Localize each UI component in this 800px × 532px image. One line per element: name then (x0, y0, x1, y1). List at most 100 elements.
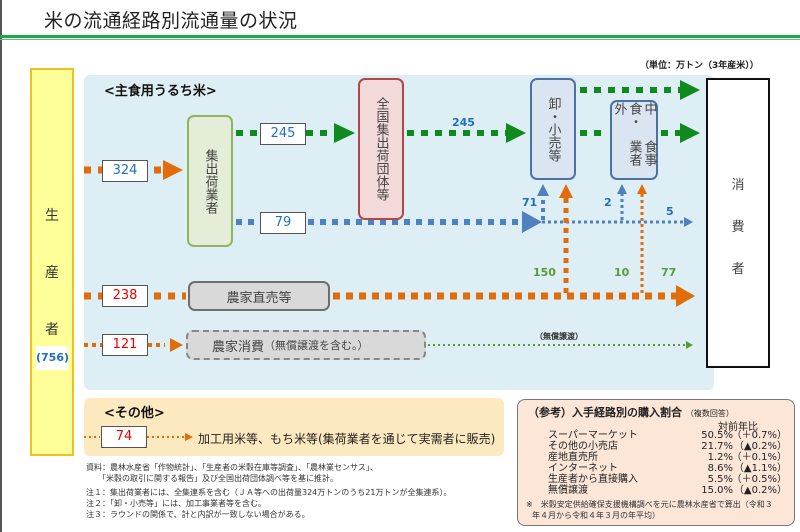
arrowhead (680, 80, 700, 100)
reference-share: 8.6% (707, 463, 733, 474)
title-rule-thin (0, 39, 800, 40)
note-line: 資料：農林水産省「作物統計」、「生産者の米穀在庫等調査」、「農林業センサス」、 (86, 463, 378, 472)
node-oroshi: 卸・小売等 (530, 78, 576, 180)
flow-value-shuka-zenkoku: 245 (260, 123, 306, 145)
reference-title-text: （参考）入手経路別の購入割合 (528, 406, 682, 419)
page-title: 米の流通経路別流通量の状況 (44, 10, 298, 32)
source-notes: 資料：農林水産省「作物統計」、「生産者の米穀在庫等調査」、「農林業センサス」、 … (86, 462, 451, 520)
node-zenkoku: 全国集出荷団体等 (358, 78, 404, 220)
reference-row: スーパーマーケット 50.5% （＋0.7%） (548, 430, 793, 442)
section-label-other: <その他> (104, 406, 165, 421)
flow-label-free-transfer: （無償譲渡） (535, 332, 583, 341)
window-edge (0, 0, 2, 532)
other-description: 加工用米等、もち米等(集荷業者を通じて実需者に販売) (198, 432, 496, 446)
node-naka: 中食・外 食事業者 (610, 100, 658, 180)
reference-share: 50.5% (701, 430, 733, 441)
node-shuka: 集出荷業者 (187, 115, 233, 247)
reference-row: その他の小売店 21.7% （▲0.2%） (548, 441, 793, 453)
arrowhead (686, 341, 693, 349)
reference-column-header: 対前年比 (718, 422, 758, 433)
reference-change: （＋0.5%） (731, 474, 787, 485)
flow-value-chokubai-consumer: 77 (661, 266, 677, 279)
reference-change: （▲0.2%） (733, 441, 787, 452)
reference-category: 無償譲渡 (548, 485, 588, 496)
reference-panel: （参考）入手経路別の購入割合 （複数回答） 対前年比 スーパーマーケット 50.… (517, 399, 795, 526)
section-label-main: <主食用うるち米> (104, 84, 217, 99)
reference-row: 無償譲渡 15.0% （▲0.2%） (548, 485, 793, 497)
reference-footnote: ※ 米穀安定供給確保支援機構調べを元に農林水産省で算出（令和３ 年４月から令和４… (526, 499, 773, 521)
arrowhead (170, 338, 183, 352)
arrowhead (334, 123, 355, 143)
reference-change: （＋0.1%） (731, 452, 787, 463)
flow-value-direct-consumer: 5 (666, 205, 674, 218)
flow-value-to-shuka: 324 (102, 160, 148, 182)
arrowhead (680, 123, 700, 143)
producer-char: 生 (45, 208, 59, 224)
node-chokubai-label: 農家直売等 (226, 290, 292, 306)
node-nouka: 農家消費 （無償譲渡を含む。） (186, 330, 426, 360)
consumer-char: 費 (731, 220, 745, 235)
reference-footnote-line: ※ 米穀安定供給確保支援機構調べを元に農林水産省で算出（令和３ (526, 500, 773, 509)
arrowhead (163, 160, 183, 180)
other-rice-panel (84, 398, 504, 456)
flow-value-chokubai-naka: 10 (614, 266, 630, 279)
reference-category: 生産者から直接購入 (548, 474, 638, 485)
reference-row: 産地直売所 1.2% （＋0.1%） (548, 452, 793, 464)
node-naka-label-line2: 食事業者 (626, 140, 657, 166)
flow-value-direct-oroshi: 71 (522, 196, 538, 209)
reference-category: その他の小売店 (548, 441, 618, 452)
node-consumer: 消 費 者 (706, 78, 770, 368)
flow-value-zenkoku-oroshi: 245 (452, 116, 475, 129)
producer-total: (756) (36, 346, 69, 370)
arrowhead (617, 184, 627, 194)
flow-value-direct-naka: 2 (604, 196, 612, 209)
note-line: 注１：集出荷業者には、全集連系を含む（ＪＡ等への出荷量324万トンのうち21万ト… (86, 488, 452, 497)
node-nouka-sublabel: （無償譲渡を含む。） (264, 339, 369, 352)
unit-note: （単位：万トン（3年産米）） (640, 61, 759, 71)
node-nouka-label: 農家消費 (212, 339, 265, 355)
reference-change: （＋0.7%） (731, 430, 787, 441)
flow-value-other: 74 (101, 426, 147, 448)
reference-title: （参考）入手経路別の購入割合 （複数回答） (528, 404, 734, 420)
flow-value-chokubai: 238 (102, 285, 148, 307)
note-line: 「米穀の取引に関する報告」及び全国出荷団体調べ等を基に推計。 (86, 474, 338, 483)
producer-char: 者 (45, 322, 59, 338)
flow-value-nouka: 121 (102, 334, 148, 356)
reference-category: 産地直売所 (548, 452, 598, 463)
reference-title-note: （複数回答） (685, 409, 734, 418)
arrowhead (537, 184, 549, 196)
producer-box: 生 産 者 (756) (30, 68, 74, 456)
node-oroshi-label: 卸・小売等 (545, 96, 561, 162)
arrowhead (185, 433, 193, 441)
node-chokubai: 農家直売等 (188, 281, 330, 311)
consumer-char: 消 (731, 178, 745, 193)
arrowhead (506, 123, 526, 143)
node-shuka-label: 集出荷業者 (202, 148, 218, 214)
arrowhead (684, 217, 693, 227)
title-rule (0, 35, 800, 38)
arrowhead (522, 211, 542, 233)
reference-category: インターネット (548, 463, 618, 474)
producer-char: 産 (45, 265, 59, 281)
reference-change: （▲1.1%） (733, 463, 787, 474)
node-naka-label: 中食・外 食事業者 (612, 102, 657, 178)
node-naka-label-line1: 中食・外 (611, 102, 657, 128)
reference-share: 1.2% (707, 452, 733, 463)
flow-value-shuka-direct: 79 (260, 212, 306, 234)
arrowhead (637, 184, 647, 194)
consumer-char: 者 (731, 262, 745, 277)
reference-row: インターネット 8.6% （▲1.1%） (548, 463, 793, 475)
arrowhead (676, 285, 695, 307)
reference-share: 5.5% (707, 474, 733, 485)
reference-footnote-line: 年４月から令和４年３月の年平均） (532, 511, 660, 520)
note-line: 注２：「卸・小売等」には、加工事業者等を含む。 (86, 499, 266, 508)
reference-row: 生産者から直接購入 5.5% （＋0.5%） (548, 474, 793, 486)
reference-change: （▲0.2%） (733, 485, 787, 496)
node-zenkoku-label: 全国集出荷団体等 (373, 97, 389, 201)
flow-value-chokubai-oroshi: 150 (533, 266, 556, 279)
reference-share: 15.0% (701, 485, 733, 496)
reference-category: スーパーマーケット (548, 430, 638, 441)
arrowhead (559, 184, 573, 198)
reference-share: 21.7% (701, 441, 733, 452)
